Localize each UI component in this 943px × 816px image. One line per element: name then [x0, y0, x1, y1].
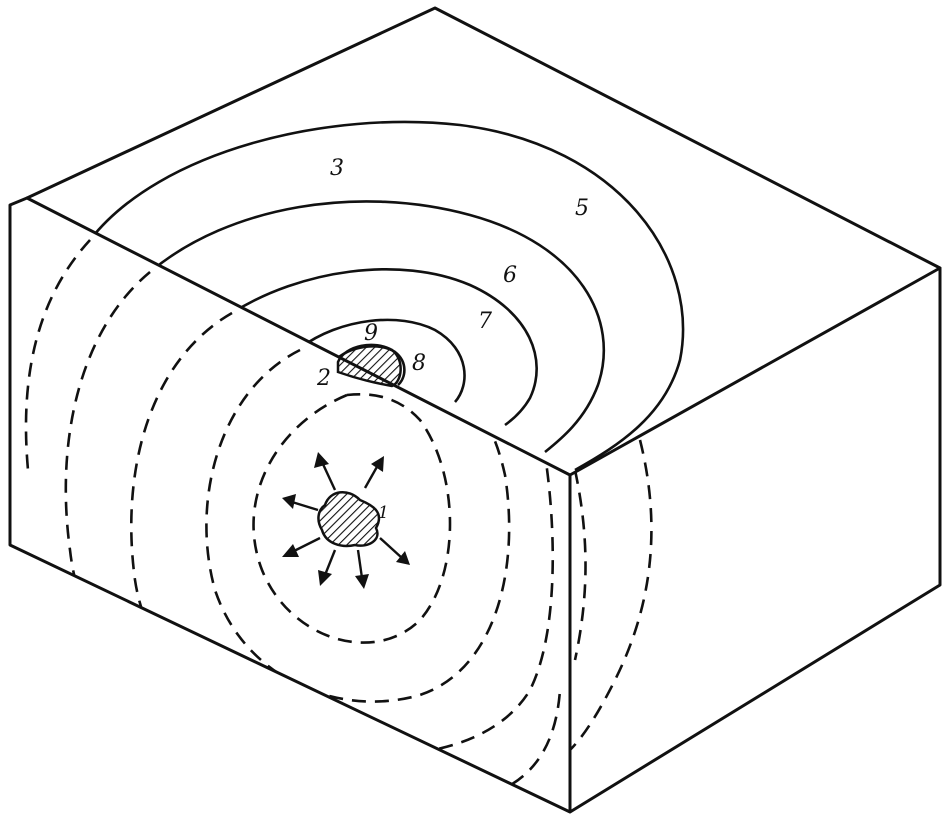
arrow-left — [282, 494, 318, 510]
side-face-isoseismals — [570, 440, 651, 750]
label-3: 3 — [330, 156, 344, 181]
top-surface-isoseismals — [90, 122, 683, 470]
label-5: 5 — [575, 196, 589, 221]
epicenter-label: 2 — [316, 366, 331, 391]
top-face-edge — [27, 8, 940, 475]
label-7: 7 — [478, 309, 492, 334]
label-8: 8 — [412, 351, 426, 376]
isoseismal-top-5 — [90, 122, 683, 470]
arrow-down-right — [355, 550, 369, 589]
isoseismal-front-ring-5 — [26, 240, 90, 470]
focus-zone — [318, 492, 379, 546]
arrow-right — [380, 538, 410, 565]
arrow-up-left — [314, 452, 335, 490]
label-9: 9 — [364, 321, 378, 346]
block-outline — [10, 8, 940, 812]
arrow-down — [318, 550, 335, 586]
arrow-down-left — [282, 538, 320, 557]
side-face-edge — [570, 268, 940, 812]
label-6: 6 — [503, 263, 517, 288]
isoseismal-front-ring-4 — [66, 272, 560, 805]
isoseismal-side-5 — [570, 440, 651, 750]
isoseismal-side-6 — [575, 470, 586, 660]
arrow-up-right — [365, 456, 384, 488]
focus-label: 1 — [378, 503, 389, 523]
epicenter-zone — [338, 345, 401, 386]
